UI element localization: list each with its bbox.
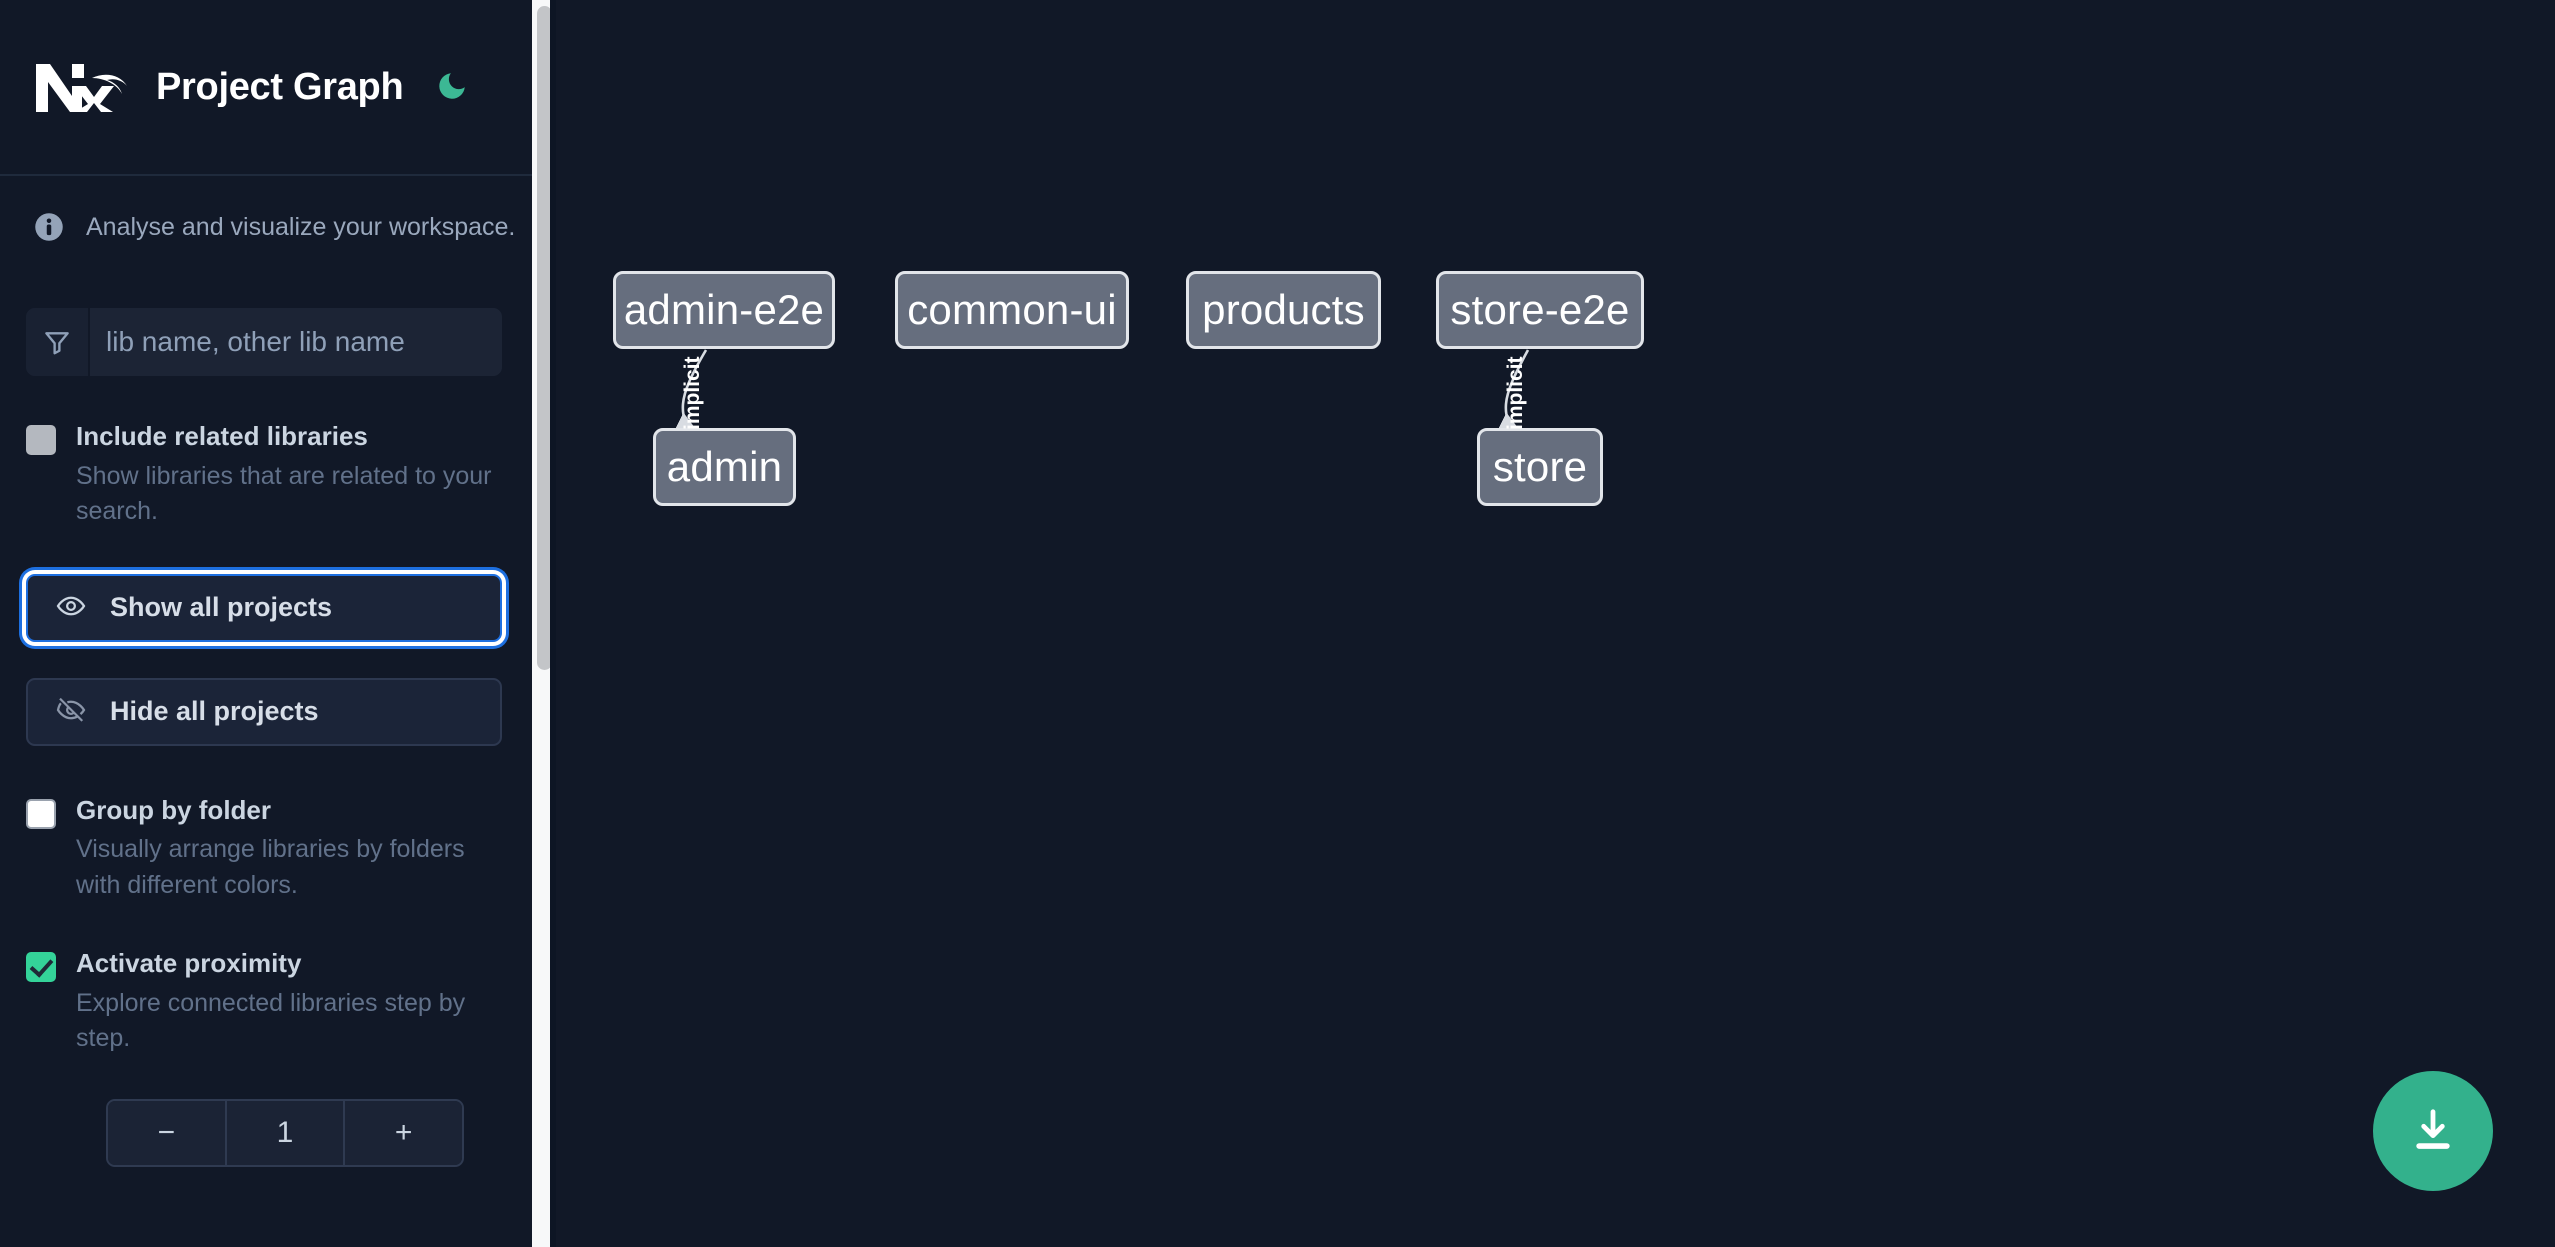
graph-node-store[interactable]: store	[1477, 428, 1603, 506]
filter-field[interactable]	[26, 308, 502, 376]
moon-icon	[435, 69, 469, 106]
stepper-value: 1	[224, 1100, 346, 1165]
visibility-buttons: Show all projects Hide all projects	[0, 573, 540, 746]
graph-node-admin[interactable]: admin	[653, 428, 796, 506]
group-by-folder-label: Group by folder	[76, 794, 271, 825]
sidebar-scrollbar-thumb[interactable]	[537, 6, 552, 670]
graph-node-label: admin-e2e	[623, 286, 825, 333]
info-icon	[34, 212, 64, 242]
include-related-libraries-checkbox[interactable]	[26, 425, 56, 455]
funnel-icon	[26, 308, 90, 376]
eye-icon	[56, 591, 86, 624]
tagline-text: Analyse and visualize your workspace.	[86, 212, 516, 241]
edge-admin-e2e-admin	[675, 349, 708, 430]
option-include-related-libraries[interactable]: Include related libraries Show libraries…	[0, 420, 540, 530]
activate-proximity-checkbox[interactable]	[26, 952, 56, 982]
download-graph-button[interactable]	[2373, 1071, 2493, 1191]
option-group-by-folder[interactable]: Group by folder Visually arrange librari…	[0, 794, 540, 904]
proximity-stepper-wrap: − 1 +	[0, 1098, 540, 1167]
graph-node-products[interactable]: products	[1186, 271, 1381, 349]
graph-canvas[interactable]: admin-e2e common-ui products store-e2e a…	[556, 0, 2555, 1247]
sidebar-header: Project Graph	[0, 0, 540, 176]
graph-node-label: store	[1492, 443, 1588, 490]
graph-node-label: common-ui	[907, 286, 1117, 333]
sidebar-divider	[550, 0, 556, 1247]
include-related-libraries-label: Include related libraries	[76, 421, 368, 451]
decrement-button[interactable]: −	[108, 1100, 225, 1165]
search-input[interactable]	[90, 308, 502, 376]
graph-node-label: store-e2e	[1450, 286, 1630, 333]
eye-slash-icon	[56, 695, 86, 728]
graph-node-common-ui[interactable]: common-ui	[895, 271, 1129, 349]
graph-node-label: admin	[666, 443, 783, 490]
hide-all-projects-button[interactable]: Hide all projects	[26, 677, 502, 746]
tagline: Analyse and visualize your workspace.	[0, 176, 540, 242]
option-activate-proximity[interactable]: Activate proximity Explore connected lib…	[0, 947, 540, 1057]
activate-proximity-description: Explore connected libraries step by step…	[76, 988, 466, 1053]
group-by-folder-description: Visually arrange libraries by folders wi…	[76, 835, 465, 899]
download-icon	[2407, 1104, 2459, 1159]
graph-node-label: products	[1202, 286, 1365, 333]
include-related-libraries-description: Show libraries that are related to your …	[76, 461, 492, 526]
show-all-projects-label: Show all projects	[110, 592, 333, 622]
proximity-stepper: − 1 +	[106, 1098, 464, 1167]
increment-button[interactable]: +	[345, 1100, 462, 1165]
group-by-folder-checkbox[interactable]	[26, 798, 56, 829]
activate-proximity-label: Activate proximity	[76, 948, 302, 978]
show-all-projects-button[interactable]: Show all projects	[26, 573, 502, 642]
graph-edges	[675, 349, 1530, 430]
button-spacer	[26, 642, 502, 678]
page-title: Project Graph	[156, 65, 404, 108]
edge-store-e2e-store	[1498, 349, 1530, 430]
graph-node-admin-e2e[interactable]: admin-e2e	[613, 271, 835, 349]
sidebar: Project Graph	[0, 0, 556, 1247]
graph-node-store-e2e[interactable]: store-e2e	[1436, 271, 1644, 349]
theme-toggle-button[interactable]	[429, 64, 475, 110]
hide-all-projects-label: Hide all projects	[110, 696, 319, 726]
nx-logo-icon	[34, 56, 130, 118]
